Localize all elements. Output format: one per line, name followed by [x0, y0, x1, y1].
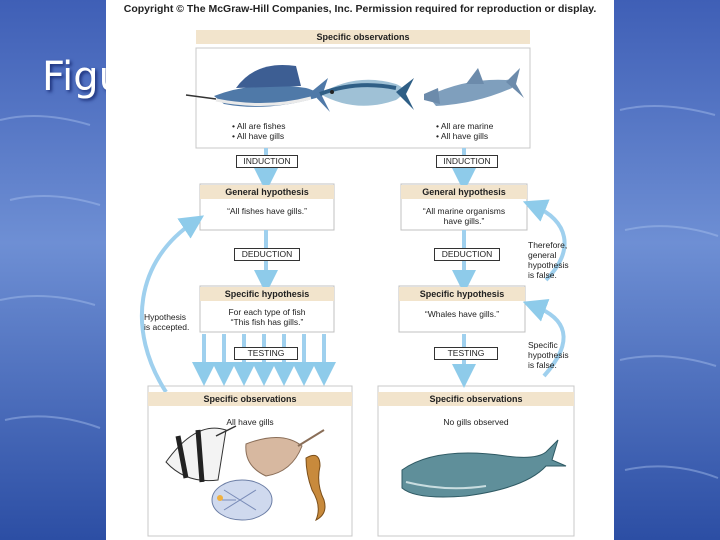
- left-facts-2: • All have gills: [232, 131, 285, 141]
- angelfish-icon: [165, 425, 237, 483]
- left-specific-text-1: For each type of fish: [228, 307, 306, 317]
- right-observations-header: Specific observations: [378, 392, 574, 406]
- right-specific-text: “Whales have gills.”: [424, 309, 500, 319]
- left-general-hypothesis-text: “All fishes have gills.”: [227, 206, 307, 216]
- left-specific-hypothesis-header: Specific hypothesis: [200, 287, 334, 301]
- right-specific-hypothesis-header: Specific hypothesis: [399, 287, 525, 301]
- top-observations-header: Specific observations: [196, 30, 530, 44]
- hammerhead-shark-icon: [424, 68, 524, 106]
- right-facts-2: • All have gills: [436, 131, 489, 141]
- right-testing-label: TESTING: [434, 347, 498, 360]
- butterflyfish-icon: [211, 479, 273, 521]
- left-observations-header: Specific observations: [148, 392, 352, 406]
- left-facts-1: • All are fishes: [232, 121, 286, 131]
- figure-panel: Copyright © The McGraw-Hill Companies, I…: [106, 0, 614, 540]
- specific-false-note-1: Specific: [528, 340, 558, 350]
- tuna-icon: [319, 78, 414, 110]
- general-false-note-1: Therefore,: [528, 240, 568, 250]
- right-observations-text: No gills observed: [443, 417, 509, 427]
- whale-icon: [401, 439, 567, 498]
- left-observations-text: All have gills: [226, 417, 274, 427]
- left-testing-label: TESTING: [234, 347, 298, 360]
- seahorse-icon: [305, 454, 326, 522]
- copyright-notice: Copyright © The McGraw-Hill Companies, I…: [123, 3, 597, 15]
- left-deduction-label: DEDUCTION: [234, 248, 300, 261]
- left-specific-text-2: “This fish has gills.”: [230, 317, 304, 327]
- left-induction-label: INDUCTION: [236, 155, 298, 168]
- right-facts-1: • All are marine: [436, 121, 494, 131]
- right-deduction-label: DEDUCTION: [434, 248, 500, 261]
- left-general-hypothesis-header: General hypothesis: [200, 185, 334, 199]
- hypothesis-accepted-note-2: is accepted.: [144, 322, 190, 332]
- general-false-note-3: hypothesis: [528, 260, 569, 270]
- specific-false-note-2: hypothesis: [528, 350, 569, 360]
- general-false-note-4: is false.: [528, 270, 557, 280]
- right-general-text-2: have gills.”: [443, 216, 485, 226]
- right-general-text-1: “All marine organisms: [422, 206, 506, 216]
- sailfish-icon: [185, 64, 330, 112]
- specific-false-note-3: is false.: [528, 360, 557, 370]
- right-general-hypothesis-header: General hypothesis: [401, 185, 527, 199]
- right-induction-label: INDUCTION: [436, 155, 498, 168]
- stingray-icon: [245, 429, 325, 477]
- hypothesis-accepted-note-1: Hypothesis: [144, 312, 187, 322]
- general-false-note-2: general: [528, 250, 557, 260]
